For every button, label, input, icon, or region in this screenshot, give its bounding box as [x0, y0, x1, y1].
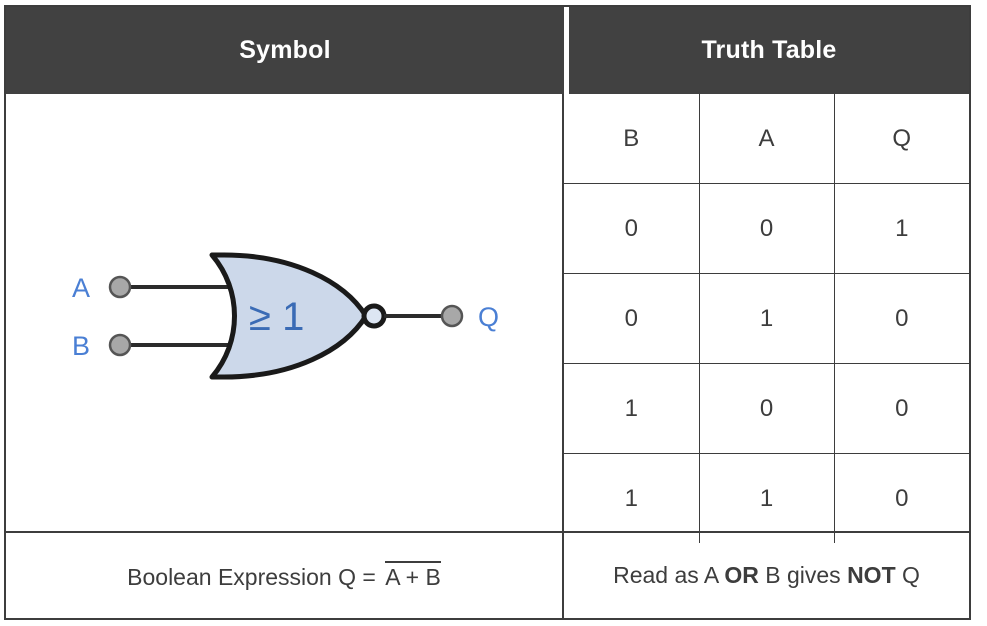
inversion-bubble-icon: [361, 303, 387, 329]
cell-a: 1: [698, 273, 835, 364]
column-header-q: Q: [833, 94, 969, 184]
truth-table: B A Q 0 0 1 0 1 0: [564, 94, 969, 543]
column-header-a: A: [698, 94, 835, 184]
cell-a: 0: [698, 183, 835, 274]
gate-notation-label: ≥ 1: [249, 295, 304, 339]
read-as-part2: B gives: [758, 562, 848, 588]
table-row: 0 1 0: [564, 273, 969, 364]
cell-q: 0: [833, 363, 969, 454]
table-header: Symbol Truth Table: [6, 7, 969, 94]
boolean-expression-overbar-term: A + B: [385, 560, 441, 589]
cell-q: 1: [833, 183, 969, 274]
read-as-cell: Read as A OR B gives NOT Q: [564, 533, 969, 618]
gate-table: Symbol Truth Table ≥ 1: [4, 5, 971, 620]
cell-q: 0: [833, 273, 969, 364]
read-as-bold-or: OR: [724, 562, 759, 588]
nor-gate-diagram: ≥ 1 A B Q: [72, 252, 499, 380]
input-label-b: B: [72, 331, 90, 361]
table-body: ≥ 1 A B Q: [6, 94, 969, 543]
input-pin-b: [108, 333, 132, 357]
output-pin-q: [440, 304, 464, 328]
input-label-a: A: [72, 273, 90, 303]
output-label-q: Q: [478, 302, 499, 332]
header-cell-truth-table: Truth Table: [569, 7, 969, 94]
table-header-row: B A Q: [564, 94, 969, 184]
cell-b: 1: [564, 363, 700, 454]
cell-a: 1: [698, 453, 835, 543]
table-footer: Boolean Expression Q = A + B Read as A O…: [6, 531, 969, 618]
table-row: 0 0 1: [564, 183, 969, 274]
read-as-text: Read as A OR B gives NOT Q: [613, 562, 920, 589]
cell-a: 0: [698, 363, 835, 454]
boolean-expression-cell: Boolean Expression Q = A + B: [6, 533, 564, 618]
read-as-bold-not: NOT: [847, 562, 896, 588]
column-header-b: B: [564, 94, 700, 184]
read-as-part3: Q: [895, 562, 920, 588]
symbol-pane: ≥ 1 A B Q: [6, 94, 564, 531]
boolean-expression: Boolean Expression Q = A + B: [127, 560, 441, 591]
cell-b: 0: [564, 273, 700, 364]
cell-q: 0: [833, 453, 969, 543]
boolean-expression-prefix: Boolean Expression Q =: [127, 563, 383, 590]
table-row: 1 0 0: [564, 363, 969, 454]
header-cell-symbol: Symbol: [6, 7, 564, 94]
cell-b: 0: [564, 183, 700, 274]
header-divider: [564, 7, 569, 94]
truth-table-pane: B A Q 0 0 1 0 1 0: [564, 94, 969, 543]
table-row: 1 1 0: [564, 453, 969, 543]
read-as-part1: Read as A: [613, 562, 725, 588]
cell-b: 1: [564, 453, 700, 543]
input-pin-a: [108, 275, 132, 299]
gate-body: [209, 252, 369, 380]
